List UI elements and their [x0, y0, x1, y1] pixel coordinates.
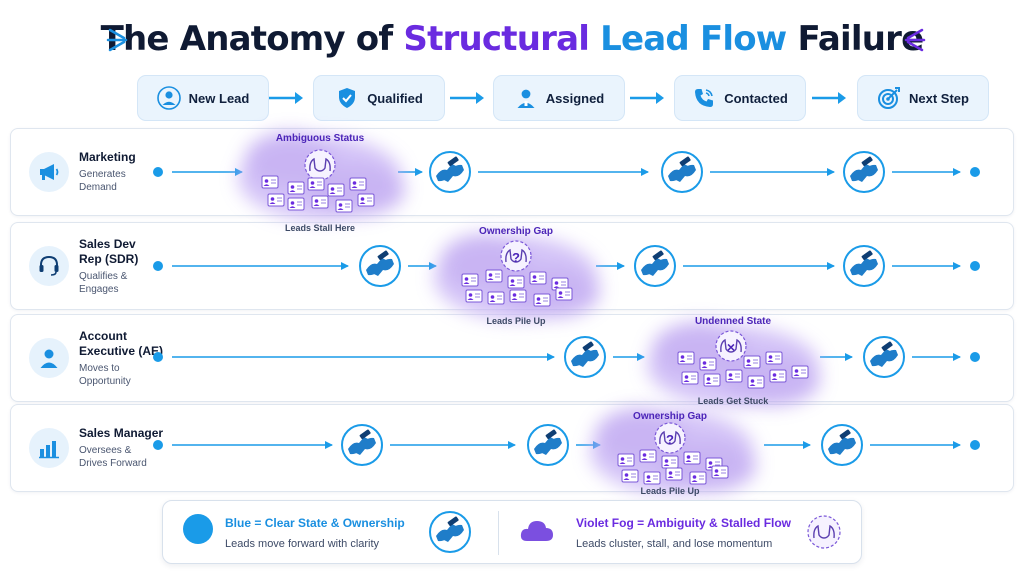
arrow-right-icon [450, 92, 484, 104]
lane-desc: Moves to Opportunity [79, 362, 131, 387]
lane-name: Marketing [79, 150, 136, 164]
person-icon [156, 86, 181, 110]
lane-name: Sales Dev Rep (SDR) [79, 236, 139, 266]
lane-account-executive: Account Executive (AE) Moves to Opportun… [10, 314, 1014, 402]
fog-caption: Leads Get Stuck [697, 396, 769, 406]
lane-name: Account Executive (AE) [79, 328, 164, 358]
fog-label: Ownership Gap [479, 226, 553, 237]
legend-violet-title: Violet Fog = Ambiguity & Stalled Flow [576, 516, 791, 530]
title-part-2: Structural [403, 19, 590, 59]
legend-violet-desc: Leads cluster, stall, and lose momentum [576, 538, 773, 550]
legend-violet-rest: = Ambiguity & Stalled Flow [633, 516, 792, 530]
stage-header: New Lead Qualified Assigned Contacted Ne… [0, 75, 1024, 121]
person-icon [29, 338, 69, 378]
title-part-1: The Anatomy of [100, 19, 404, 59]
arrow-right-icon [812, 92, 846, 104]
sparkle-left-icon [106, 28, 128, 52]
fog-caption: Leads Pile Up [486, 316, 546, 326]
legend-violet-key: Violet Fog [576, 516, 634, 530]
arrow-right-icon [269, 92, 303, 104]
title-part-4: Failure [786, 19, 924, 59]
headset-icon [29, 246, 69, 286]
legend-blue-desc: Leads move forward with clarity [225, 538, 380, 550]
phone-icon [692, 86, 716, 110]
stage-next-step: Next Step [857, 75, 989, 121]
stage-qualified: Qualified [313, 75, 445, 121]
stage-contacted: Contacted [674, 75, 806, 121]
lane-desc: Qualifies & Engages [79, 270, 128, 295]
stage-label: New Lead [188, 90, 250, 106]
lane-sales-manager: Sales Manager Oversees & Drives Forward [10, 404, 1014, 492]
user-badge-icon [514, 86, 538, 110]
fog-label: Ownership Gap [633, 411, 707, 422]
fog-label: Ambiguous Status [275, 133, 365, 144]
lane-desc: Oversees & Drives Forward [79, 445, 147, 469]
arrow-right-icon [630, 92, 664, 104]
shield-check-icon [335, 86, 359, 110]
fog-caption: Leads Pile Up [640, 486, 700, 496]
sparkle-right-icon [904, 28, 926, 52]
bar-chart-icon [29, 428, 69, 468]
megaphone-icon [29, 152, 69, 192]
page-title: The Anatomy of Structural Lead Flow Fail… [0, 14, 1024, 64]
stage-label: Contacted [724, 90, 788, 106]
legend-divider [498, 511, 499, 555]
fog-caption: Leads Stall Here [284, 223, 356, 233]
legend-blue-title: Blue = Clear State & Ownership [225, 516, 405, 530]
lane-desc: Generates Demand [79, 169, 126, 193]
lane-name: Sales Manager [79, 426, 164, 440]
fog-label: Undenned State [694, 316, 772, 327]
target-icon [877, 86, 901, 110]
blue-dot-icon [183, 514, 213, 544]
open-hands-icon [807, 515, 841, 549]
lane-marketing: Marketing Generates Demand [10, 128, 1014, 216]
title-part-3: Lead Flow [589, 19, 787, 59]
cloud-icon [520, 521, 553, 541]
stage-label: Next Step [909, 90, 969, 106]
stage-label: Qualified [367, 90, 423, 106]
legend: Blue = Clear State & Ownership Leads mov… [162, 500, 862, 564]
stage-label: Assigned [545, 90, 605, 106]
stage-new-lead: New Lead [137, 75, 269, 121]
legend-blue-key: Blue [225, 516, 252, 530]
stage-assigned: Assigned [493, 75, 625, 121]
handoff-icon [429, 511, 471, 553]
legend-blue-rest: = Clear State & Ownership [251, 516, 405, 530]
